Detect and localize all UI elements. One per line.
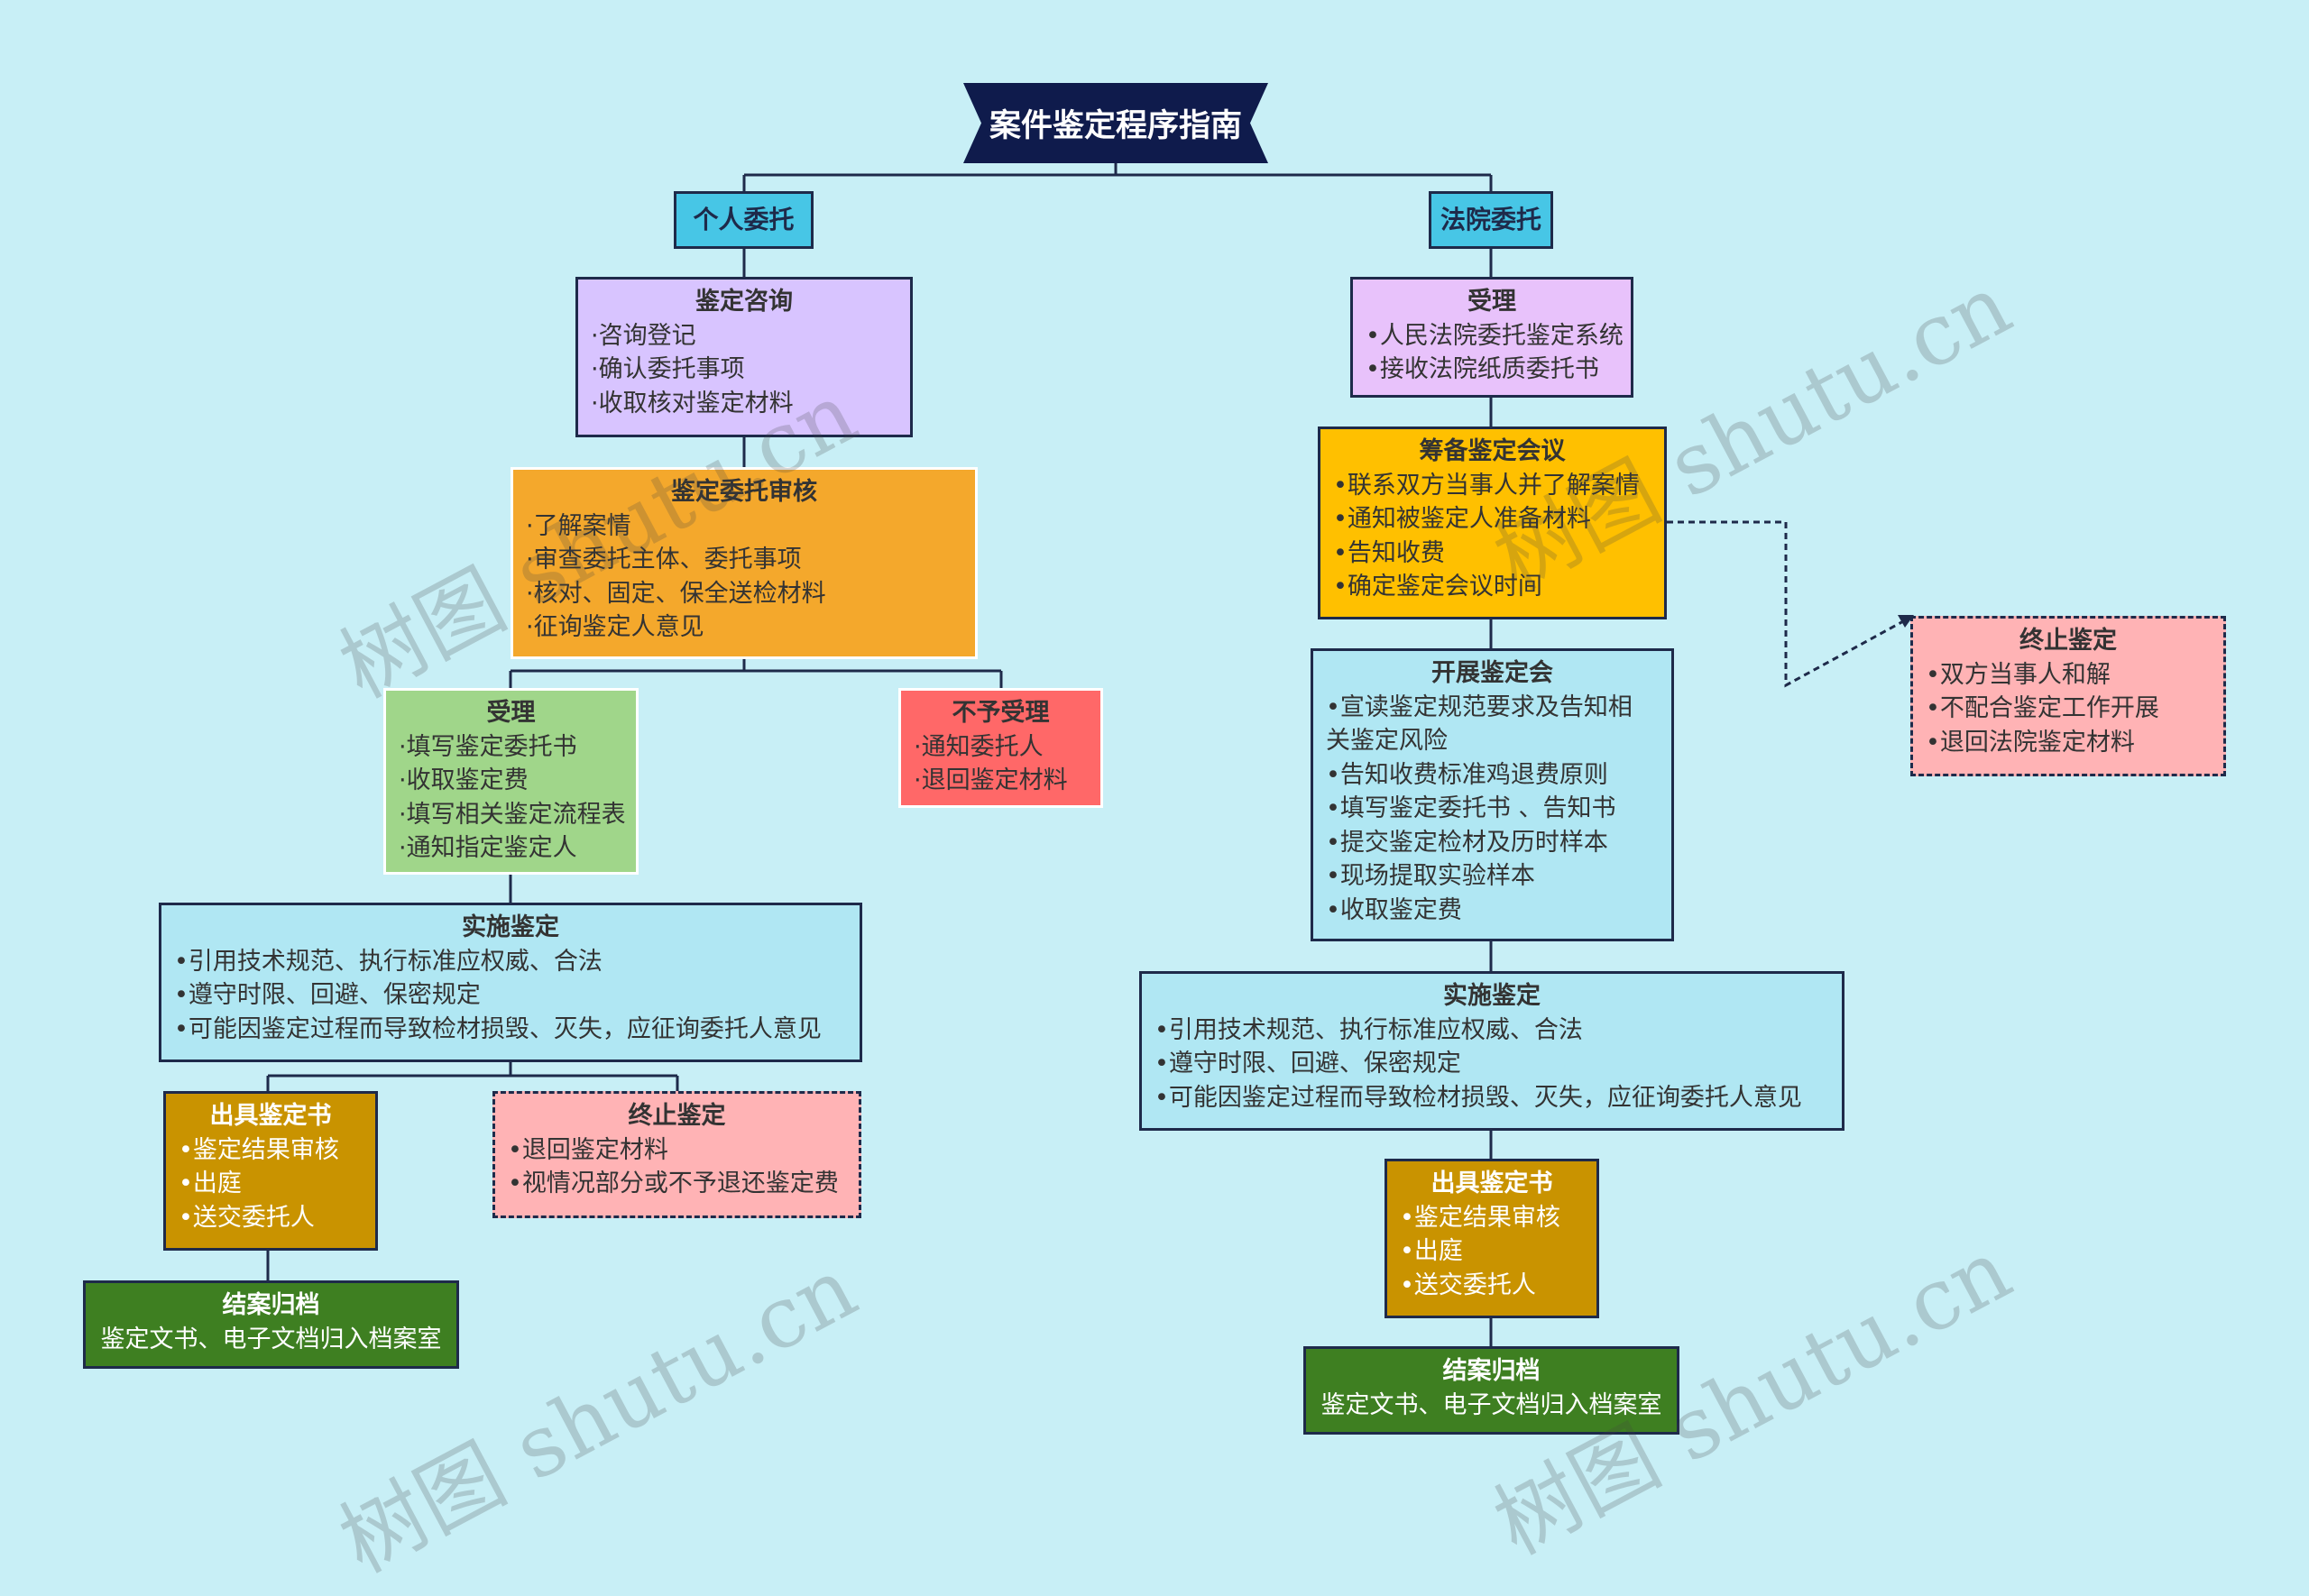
node-line: 关鉴定风险: [1326, 727, 1448, 755]
node-line: •引用技术规范、执行标准应权威、合法: [174, 947, 603, 976]
node-line: •宣读鉴定规范要求及告知相: [1326, 693, 1633, 721]
mind-map: 案件鉴定程序指南 个人委托 法院委托 鉴定咨询 ·咨询登记 ·确认委托事项 ·收…: [83, 83, 2226, 1592]
node-line: ·填写鉴定委托书: [399, 732, 577, 761]
node-line: •不配合鉴定工作开展: [1926, 694, 2159, 722]
node-line: •出庭: [179, 1169, 242, 1197]
node-line: ·通知指定鉴定人: [399, 834, 577, 862]
node-title: 出具鉴定书: [209, 1102, 332, 1130]
node-left-consult[interactable]: 鉴定咨询 ·咨询登记 ·确认委托事项 ·收取核对鉴定材料: [575, 277, 913, 437]
connector-root: [742, 163, 1493, 191]
node-left-terminate[interactable]: 终止鉴定 •退回鉴定材料 •视情况部分或不予退还鉴定费: [492, 1091, 861, 1218]
node-left-accept[interactable]: 受理 ·填写鉴定委托书 ·收取鉴定费 ·填写相关鉴定流程表 ·通知指定鉴定人: [383, 688, 639, 875]
node-title: 受理: [486, 699, 536, 727]
node-line: 鉴定文书、电子文档归入档案室: [1320, 1390, 1662, 1419]
branch-court[interactable]: 法院委托: [1429, 191, 1553, 249]
connector-left-5: [266, 1062, 679, 1091]
node-line: ·收取鉴定费: [399, 766, 529, 794]
node-line: •填写鉴定委托书 、告知书: [1326, 794, 1616, 822]
node-line: •送交委托人: [179, 1203, 315, 1232]
node-line: •可能因鉴定过程而导致检材损毁、灭失，应征询委托人意见: [1154, 1083, 1802, 1112]
node-title: 实施鉴定: [462, 913, 559, 941]
connector-left-3: [509, 659, 1003, 688]
node-right-accept[interactable]: 受理 •人民法院委托鉴定系统 •接收法院纸质委托书: [1350, 277, 1633, 398]
node-line: •联系双方当事人并了解案情: [1333, 471, 1640, 500]
node-title: 出具鉴定书: [1430, 1169, 1553, 1197]
node-title: 鉴定咨询: [695, 288, 793, 316]
node-line: •引用技术规范、执行标准应权威、合法: [1154, 1015, 1583, 1044]
node-right-archive[interactable]: 结案归档 鉴定文书、电子文档归入档案室: [1303, 1346, 1679, 1435]
node-line: •退回鉴定材料: [508, 1135, 668, 1164]
node-line: ·征询鉴定人意见: [526, 613, 704, 641]
node-line: •现场提取实验样本: [1326, 862, 1535, 890]
node-right-terminate[interactable]: 终止鉴定 •双方当事人和解 •不配合鉴定工作开展 •退回法院鉴定材料: [1910, 616, 2226, 776]
node-title: 实施鉴定: [1443, 982, 1541, 1010]
node-line: •遵守时限、回避、保密规定: [174, 981, 481, 1009]
node-line: ·填写相关鉴定流程表: [399, 800, 626, 829]
node-line: ·退回鉴定材料: [914, 766, 1068, 794]
node-line: ·收取核对鉴定材料: [591, 389, 794, 417]
node-line: ·核对、固定、保全送检材料: [526, 579, 826, 608]
node-line: •退回法院鉴定材料: [1926, 728, 2135, 757]
root-node[interactable]: 案件鉴定程序指南: [963, 83, 1268, 163]
node-left-archive[interactable]: 结案归档 鉴定文书、电子文档归入档案室: [83, 1280, 459, 1369]
node-line: •告知收费: [1333, 538, 1445, 567]
node-left-review[interactable]: 鉴定委托审核 ·了解案情 ·审查委托主体、委托事项 ·核对、固定、保全送检材料 …: [511, 467, 978, 659]
node-line: •出庭: [1400, 1237, 1463, 1265]
node-left-report[interactable]: 出具鉴定书 •鉴定结果审核 •出庭 •送交委托人: [163, 1091, 378, 1251]
node-line: 鉴定文书、电子文档归入档案室: [100, 1325, 442, 1353]
node-title: 不予受理: [952, 699, 1050, 727]
node-line: •确定鉴定会议时间: [1333, 573, 1542, 601]
node-title: 开展鉴定会: [1431, 659, 1553, 687]
node-line: •视情况部分或不予退还鉴定费: [508, 1169, 839, 1197]
node-line: •送交委托人: [1400, 1270, 1536, 1299]
node-line: •收取鉴定费: [1326, 895, 1462, 924]
connector-right-dashed: [1667, 520, 1906, 688]
node-right-prep[interactable]: 筹备鉴定会议 •联系双方当事人并了解案情 •通知被鉴定人准备材料 •告知收费 •…: [1318, 427, 1667, 619]
node-line: •可能因鉴定过程而导致检材损毁、灭失，应征询委托人意见: [174, 1014, 822, 1043]
root-shape: [963, 83, 1268, 163]
node-title: 终止鉴定: [2019, 627, 2117, 655]
node-title: 终止鉴定: [628, 1102, 726, 1130]
node-right-meeting[interactable]: 开展鉴定会 •宣读鉴定规范要求及告知相 关鉴定风险 •告知收费标准鸡退费原则 •…: [1311, 648, 1674, 941]
node-title: 鉴定委托审核: [671, 478, 817, 506]
node-line: ·咨询登记: [591, 321, 696, 350]
node-line: •提交鉴定检材及历时样本: [1326, 828, 1608, 857]
node-title: 筹备鉴定会议: [1419, 437, 1566, 465]
branch-personal[interactable]: 个人委托: [674, 191, 814, 249]
node-line: •遵守时限、回避、保密规定: [1154, 1050, 1461, 1078]
node-line: ·审查委托主体、委托事项: [526, 546, 802, 573]
node-line: •鉴定结果审核: [179, 1135, 339, 1164]
node-line: •双方当事人和解: [1926, 660, 2111, 689]
node-left-implement[interactable]: 实施鉴定 •引用技术规范、执行标准应权威、合法 •遵守时限、回避、保密规定 •可…: [159, 903, 862, 1062]
node-title: 结案归档: [222, 1291, 320, 1319]
node-title: 结案归档: [1442, 1357, 1541, 1385]
node-right-implement[interactable]: 实施鉴定 •引用技术规范、执行标准应权威、合法 •遵守时限、回避、保密规定 •可…: [1139, 971, 1844, 1131]
connector-lines: [266, 163, 1914, 1346]
connector-arrowhead: [1898, 615, 1914, 628]
node-right-report[interactable]: 出具鉴定书 •鉴定结果审核 •出庭 •送交委托人: [1384, 1159, 1599, 1318]
node-left-reject[interactable]: 不予受理 ·通知委托人 ·退回鉴定材料: [898, 688, 1103, 808]
node-line: •人民法院委托鉴定系统: [1366, 321, 1624, 350]
node-line: ·确认委托事项: [591, 355, 745, 383]
node-line: •接收法院纸质委托书: [1366, 355, 1599, 383]
node-line: •鉴定结果审核: [1400, 1203, 1560, 1232]
node-title: 受理: [1467, 288, 1516, 316]
root-title: 案件鉴定程序指南: [989, 108, 1242, 144]
node-line: ·了解案情: [526, 511, 631, 540]
node-line: •告知收费标准鸡退费原则: [1326, 760, 1608, 789]
node-line: ·通知委托人: [914, 732, 1044, 761]
node-line: •通知被鉴定人准备材料: [1333, 505, 1591, 533]
